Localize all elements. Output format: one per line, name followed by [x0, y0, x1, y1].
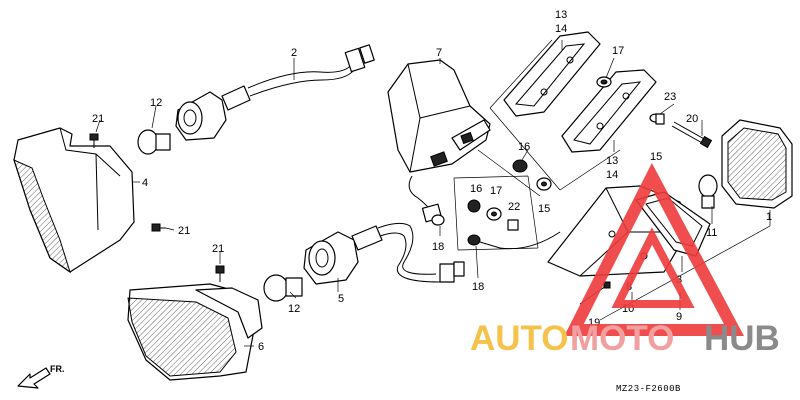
- collar-23: [649, 113, 665, 125]
- screw-21-low: [215, 265, 225, 282]
- direction-label: FR.: [50, 364, 65, 374]
- callout-21c: 21: [212, 243, 224, 255]
- callout-5: 5: [338, 293, 344, 305]
- callout-1: 1: [766, 211, 772, 223]
- front-direction-arrow: FR.: [17, 364, 65, 389]
- grommet-18-upper: [431, 214, 445, 226]
- callout-4: 4: [142, 177, 148, 189]
- callout-22: 22: [508, 201, 520, 213]
- figure-code: MZ23-F2600B: [616, 384, 681, 394]
- front-left-winker-housing: [13, 127, 135, 274]
- screw-21-top: [89, 133, 99, 148]
- grommet-17-upper: [596, 76, 612, 88]
- callout-18b: 18: [472, 281, 484, 293]
- screw-21-mid: [151, 223, 166, 232]
- watermark-auto: AUTO: [470, 319, 569, 358]
- reflector-bracket-upper: [503, 31, 601, 117]
- nut-16-upper: [512, 159, 528, 173]
- watermark-moto: MOTO: [570, 319, 674, 358]
- screw-22: [507, 219, 519, 231]
- small-parts-group: [431, 159, 561, 251]
- callout-21a: 21: [92, 113, 104, 125]
- tail-light-housing: [387, 59, 491, 223]
- reflector-bracket-lower: [561, 69, 657, 153]
- tail-lens-1: [721, 119, 793, 209]
- callout-21b: 21: [178, 225, 190, 237]
- callout-15a: 15: [650, 151, 662, 163]
- callout-13b: 13: [606, 155, 618, 167]
- callout-12b: 12: [288, 303, 300, 315]
- front-right-winker-housing: [127, 283, 263, 381]
- tail-bulb-11: [698, 174, 718, 209]
- upper-bulb-and-socket: [137, 44, 375, 155]
- callout-16a: 16: [518, 141, 530, 153]
- callout-9: 9: [676, 311, 682, 323]
- callout-2: 2: [291, 47, 297, 59]
- callout-11: 11: [706, 227, 717, 239]
- callout-12a: 12: [150, 97, 162, 109]
- bracket-group-frame: [477, 39, 621, 197]
- watermark-hub: HUB: [704, 319, 780, 358]
- watermark-logo: AUTO MOTO HUB: [470, 162, 780, 358]
- watermark-triangle-icon: [564, 162, 744, 336]
- callout-17a: 17: [612, 45, 624, 57]
- screw-21-group: [89, 133, 225, 282]
- bolt-20: [671, 121, 713, 149]
- callout-7: 7: [436, 47, 442, 59]
- callout-20: 20: [686, 113, 698, 125]
- callout-14a: 14: [555, 23, 567, 35]
- grommet-18-lower: [467, 234, 481, 246]
- nut-16-lower: [467, 199, 481, 213]
- callout-6: 6: [258, 341, 264, 353]
- callout-23: 23: [664, 91, 676, 103]
- callout-16b: 16: [470, 183, 482, 195]
- callout-14b: 14: [606, 169, 618, 181]
- callout-18a: 18: [432, 241, 444, 253]
- lower-bulb-and-socket: [263, 222, 465, 302]
- callout-15b: 15: [538, 203, 550, 215]
- callout-13a: 13: [555, 9, 567, 21]
- callout-17b: 17: [490, 185, 502, 197]
